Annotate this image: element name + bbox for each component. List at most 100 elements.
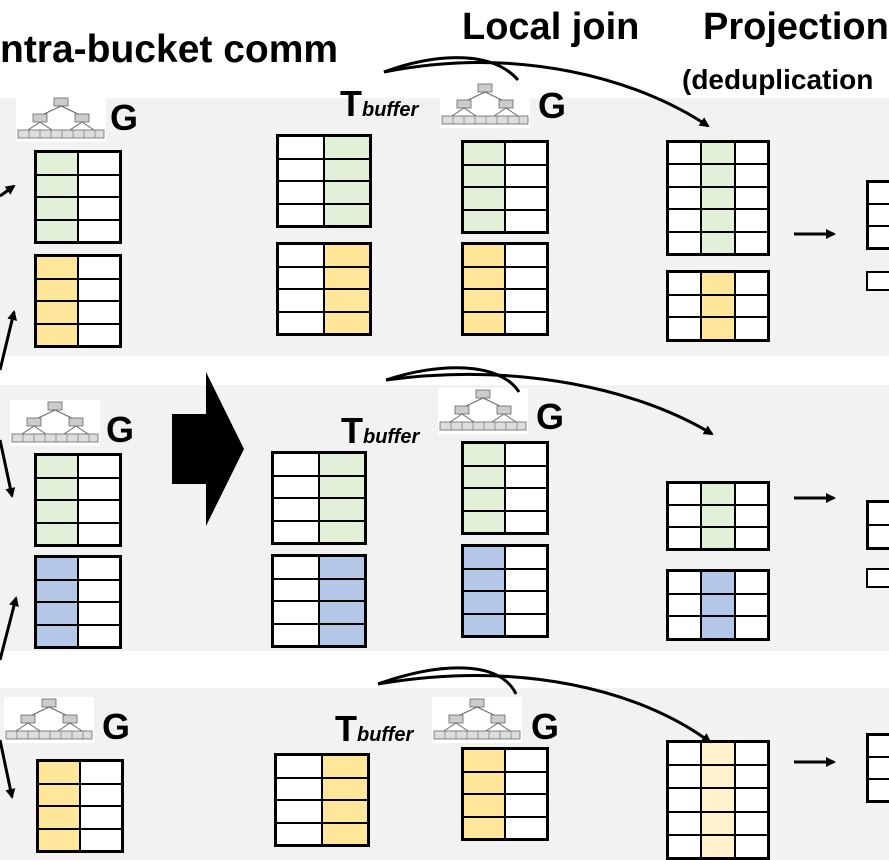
- local-join-arrow-icon: [383, 61, 710, 128]
- table-cell: [36, 219, 78, 242]
- table-cell: [322, 777, 368, 800]
- table-cell: [701, 834, 735, 858]
- table-cell: [278, 244, 324, 267]
- table-cell: [78, 455, 120, 478]
- t-buffer-label: Tbuffer: [341, 413, 419, 455]
- table-cell: [734, 164, 768, 187]
- table-cell: [276, 777, 322, 800]
- local-join-curve: [383, 56, 520, 81]
- table-cell: [36, 522, 78, 545]
- table-cell: [319, 498, 365, 521]
- table-cell: [463, 187, 505, 210]
- table-cell: [273, 623, 319, 646]
- table-cell: [505, 510, 547, 533]
- table-cell: [668, 788, 702, 812]
- table-cell: [36, 579, 78, 602]
- table-cell: [868, 757, 889, 779]
- table-cell: [734, 742, 768, 766]
- deduplication-header: (deduplication: [682, 64, 874, 95]
- table-cell: [463, 613, 505, 636]
- table-cell: [701, 742, 735, 766]
- table-cell: [319, 623, 365, 646]
- relation-table: [34, 453, 122, 547]
- table-cell: [36, 477, 78, 500]
- table-cell: [505, 187, 547, 210]
- table-cell: [505, 142, 547, 165]
- t-buffer-main: T: [340, 83, 362, 124]
- relation-table: [866, 733, 889, 803]
- table-cell: [668, 483, 702, 505]
- b-tree-index-icon: [431, 696, 523, 744]
- table-cell: [734, 593, 768, 617]
- table-cell: [734, 231, 768, 254]
- relation-table: [271, 554, 367, 648]
- table-cell: [278, 136, 324, 159]
- table-cell: [734, 788, 768, 812]
- dedup-result-box: [866, 271, 889, 291]
- relation-table: [461, 544, 549, 638]
- table-cell: [868, 735, 889, 757]
- relation-table: [666, 481, 770, 551]
- b-tree-index-icon: [15, 95, 107, 143]
- table-cell: [463, 816, 505, 839]
- b-tree-index-icon: [439, 81, 531, 129]
- table-cell: [668, 742, 702, 766]
- table-cell: [505, 209, 547, 232]
- table-cell: [324, 203, 370, 226]
- g-label: G: [538, 85, 567, 126]
- table-cell: [668, 765, 702, 789]
- table-cell: [319, 601, 365, 624]
- table-cell: [78, 323, 120, 346]
- table-cell: [505, 443, 547, 466]
- t-buffer-label: Tbuffer: [340, 86, 418, 128]
- table-cell: [463, 546, 505, 569]
- table-cell: [36, 557, 78, 580]
- table-cell: [38, 783, 80, 806]
- t-buffer-main: T: [341, 410, 363, 451]
- relation-table: [666, 140, 770, 256]
- table-cell: [463, 568, 505, 591]
- table-cell: [505, 465, 547, 488]
- relation-table: [666, 740, 770, 860]
- table-cell: [273, 475, 319, 498]
- table-cell: [668, 209, 702, 232]
- table-cell: [505, 568, 547, 591]
- relation-table: [461, 242, 549, 336]
- table-cell: [734, 186, 768, 210]
- table-cell: [319, 453, 365, 476]
- table-cell: [463, 749, 505, 772]
- local-join-curve: [385, 366, 521, 393]
- b-tree-index-icon: [9, 399, 101, 447]
- table-cell: [38, 761, 80, 784]
- table-cell: [463, 289, 505, 312]
- table-cell: [273, 498, 319, 521]
- table-cell: [505, 289, 547, 312]
- local-join-header: Local join: [462, 6, 640, 48]
- table-cell: [38, 806, 80, 829]
- table-cell: [273, 453, 319, 476]
- relation-table: [866, 180, 889, 250]
- table-cell: [36, 602, 78, 625]
- table-cell: [505, 613, 547, 636]
- table-cell: [505, 749, 547, 772]
- t-buffer-sub: buffer: [362, 99, 419, 121]
- table-cell: [463, 591, 505, 614]
- table-cell: [38, 828, 80, 851]
- incoming-arrow-icon: [0, 184, 16, 198]
- table-cell: [701, 142, 735, 165]
- table-cell: [734, 765, 768, 789]
- table-cell: [278, 181, 324, 204]
- relation-table: [34, 150, 122, 244]
- relation-table: [276, 134, 372, 228]
- table-cell: [701, 209, 735, 232]
- table-cell: [80, 806, 122, 829]
- table-cell: [36, 500, 78, 523]
- table-cell: [505, 311, 547, 334]
- table-cell: [278, 203, 324, 226]
- table-cell: [319, 475, 365, 498]
- t-buffer-label: Tbuffer: [335, 711, 413, 753]
- table-cell: [78, 477, 120, 500]
- table-cell: [701, 231, 735, 254]
- table-cell: [668, 142, 702, 165]
- table-cell: [701, 272, 735, 295]
